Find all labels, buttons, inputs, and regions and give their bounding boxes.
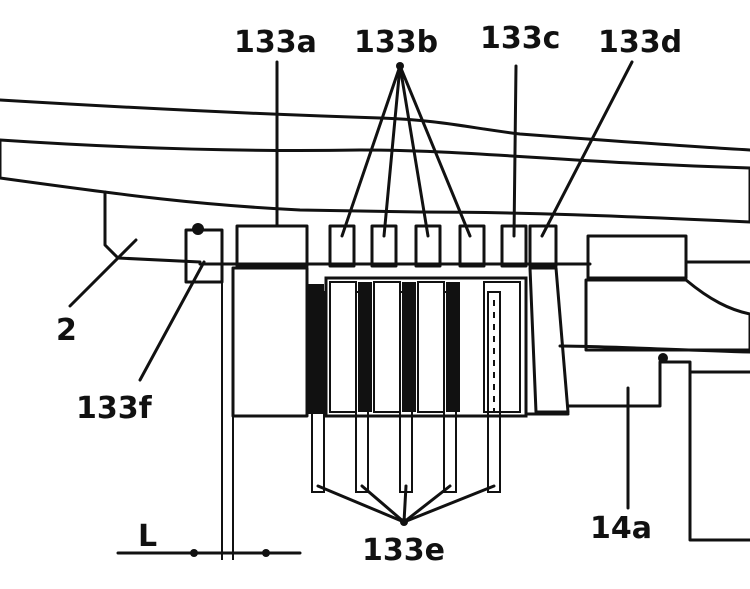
cap-133b-3 [414,224,442,268]
label-L: L [138,519,157,554]
leader-133e-2 [360,484,406,524]
pin-133e-5 [487,291,501,493]
comb-hatch-4 [483,281,521,413]
cap-133a [235,224,309,268]
leader-133d [540,60,634,238]
label-133c: 133c [480,21,560,56]
leader-133b-hub [396,62,404,70]
leader-133e-hub [400,518,408,526]
leader-133b-3 [398,64,430,238]
leaders [68,60,634,526]
leader-2 [68,238,138,308]
part-14a-body [566,360,750,408]
label-133b: 133b [354,25,438,60]
leader-133e-5 [402,484,496,524]
block-133a [231,266,309,418]
comb-dark-4 [306,284,324,414]
leader-133e-1 [316,484,406,524]
pin-133e-4 [443,291,457,493]
comb-dark-3 [446,282,460,412]
part-2-bracket [103,190,202,264]
leader-133b-2 [382,64,402,238]
leader-133f [138,260,206,382]
leader-133b-1 [340,64,402,238]
leader-133e-3 [402,484,408,524]
cap-133b-4 [458,224,486,268]
label-14a: 14a [590,511,652,546]
label-133d: 133d [598,25,682,60]
leader-133e-4 [402,484,452,524]
right-hatch-block [584,278,750,352]
right-contour [558,260,750,354]
label-133f: 133f [76,391,153,426]
right-cap [586,234,688,280]
dim-dot-1 [190,549,198,557]
label-2: 2 [56,313,77,348]
part-14a-pin [658,353,668,363]
comb-dark-2 [402,282,416,412]
wedge-133d [528,266,570,414]
housing-band [0,138,750,224]
leader-133c [512,64,518,238]
cap-133b-1 [328,224,356,268]
part-14a-lower [688,370,750,542]
top-contour [0,98,750,152]
dim-dot-2 [262,549,270,557]
part-133f-pin [192,223,204,235]
comb-dark-1 [358,282,372,412]
label-133a: 133a [234,25,317,60]
pin-133e-1 [311,291,325,493]
pin-133e-2 [355,291,369,493]
leader-133b-4 [398,64,472,238]
part-133f [184,228,224,284]
cap-133d [528,224,558,268]
label-133e: 133e [362,533,445,568]
